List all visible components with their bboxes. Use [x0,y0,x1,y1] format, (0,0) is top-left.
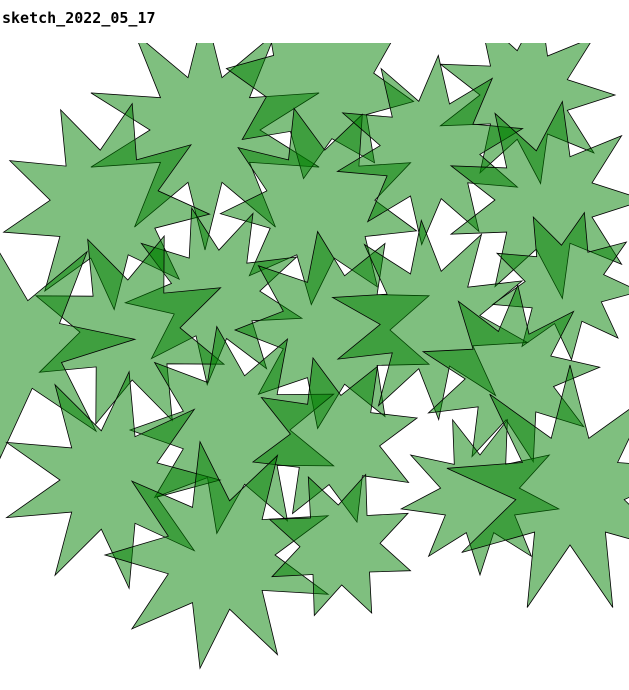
star-shape [446,364,629,608]
sketch-drawing [0,43,629,670]
sketch-window-title: sketch_2022_05_17 [2,9,156,27]
star-shape [219,107,418,306]
star-shape [251,356,419,524]
star-shape [491,211,629,361]
star-shape [268,473,412,617]
sketch-canvas[interactable] [0,43,629,690]
star-shape [421,283,602,464]
star-shape [103,440,330,670]
star-shape [0,250,137,460]
